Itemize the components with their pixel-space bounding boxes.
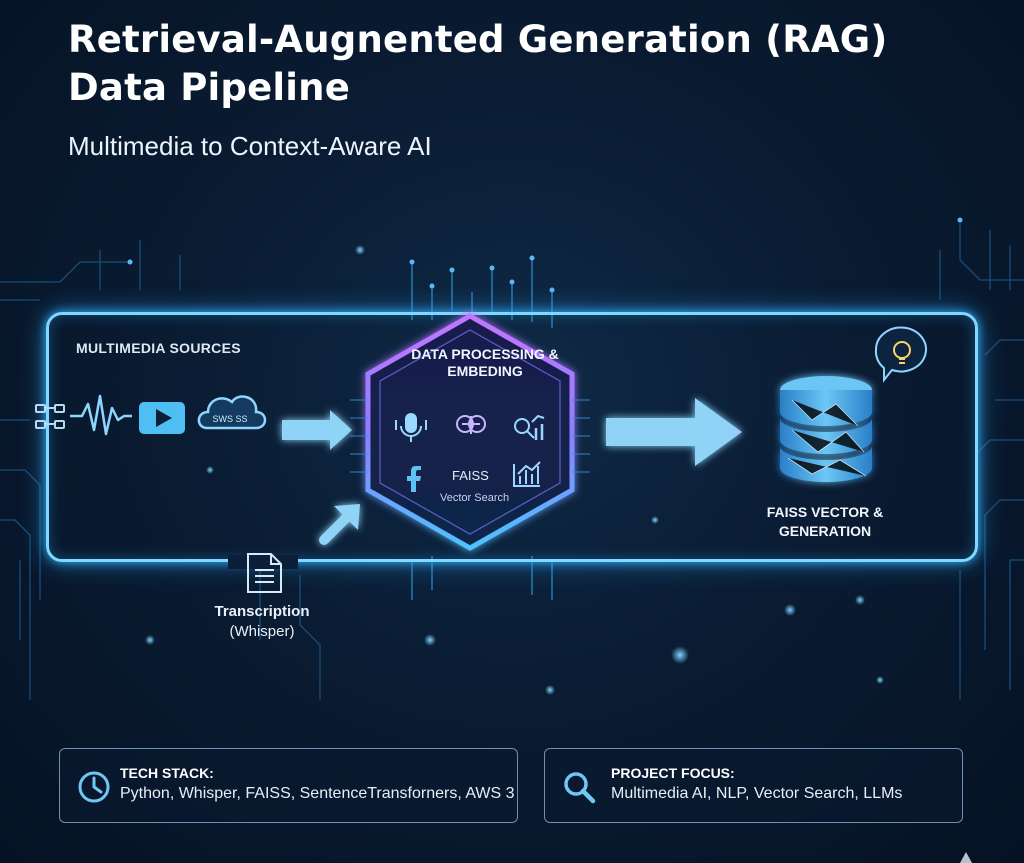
project-focus-heading: PROJECT FOCUS: xyxy=(611,765,735,781)
play-icon xyxy=(139,402,185,434)
brain-icon xyxy=(456,415,486,434)
arrow-to-database xyxy=(606,398,742,466)
transcription-title: Transcription xyxy=(214,603,310,620)
sparkle-icon xyxy=(960,852,972,863)
arrow-from-transcription xyxy=(319,504,360,545)
transcription-label: Transcription (Whisper) xyxy=(200,602,324,642)
faiss-label: FAISS xyxy=(452,468,489,483)
page-subtitle: Multimedia to Context-Aware AI xyxy=(68,131,432,161)
clock-icon xyxy=(78,771,110,803)
microphone-icon xyxy=(395,413,427,442)
cloud-icon: SWS SS xyxy=(197,395,267,430)
bar-chart-icon xyxy=(513,461,541,487)
document-icon xyxy=(247,553,282,593)
page-title: Retrieval-Augnented Generation (RAG) Dat… xyxy=(68,18,888,109)
vector-search-label: Vector Search xyxy=(440,492,510,504)
tech-stack-heading: TECH STACK: xyxy=(120,765,214,781)
database-icon xyxy=(780,376,872,482)
tech-stack-card: TECH STACK: Python, Whisper, FAISS, Sent… xyxy=(59,748,518,823)
lightbulb-icon xyxy=(874,326,927,383)
facebook-icon xyxy=(407,466,421,492)
pipeline-frame xyxy=(46,312,978,562)
processing-title: DATA PROCESSING & EMBEDING xyxy=(411,346,559,379)
multimedia-sources-label: MULTIMEDIA SOURCES xyxy=(76,340,241,356)
waveform-icon xyxy=(70,394,132,436)
search-icon xyxy=(564,772,596,804)
tech-stack-text: Python, Whisper, FAISS, SentenceTransfor… xyxy=(120,785,515,802)
arrow-to-processing xyxy=(282,410,352,450)
search-chart-icon xyxy=(514,414,545,440)
project-focus-text: Multimedia AI, NLP, Vector Search, LLMs xyxy=(611,785,903,802)
database-label: FAISS VECTOR & GENERATION xyxy=(766,504,884,539)
transcription-subtitle: (Whisper) xyxy=(229,623,295,640)
network-icon xyxy=(35,404,65,429)
project-focus-card: PROJECT FOCUS: Multimedia AI, NLP, Vecto… xyxy=(544,748,963,823)
cloud-label: SWS SS xyxy=(212,414,247,424)
